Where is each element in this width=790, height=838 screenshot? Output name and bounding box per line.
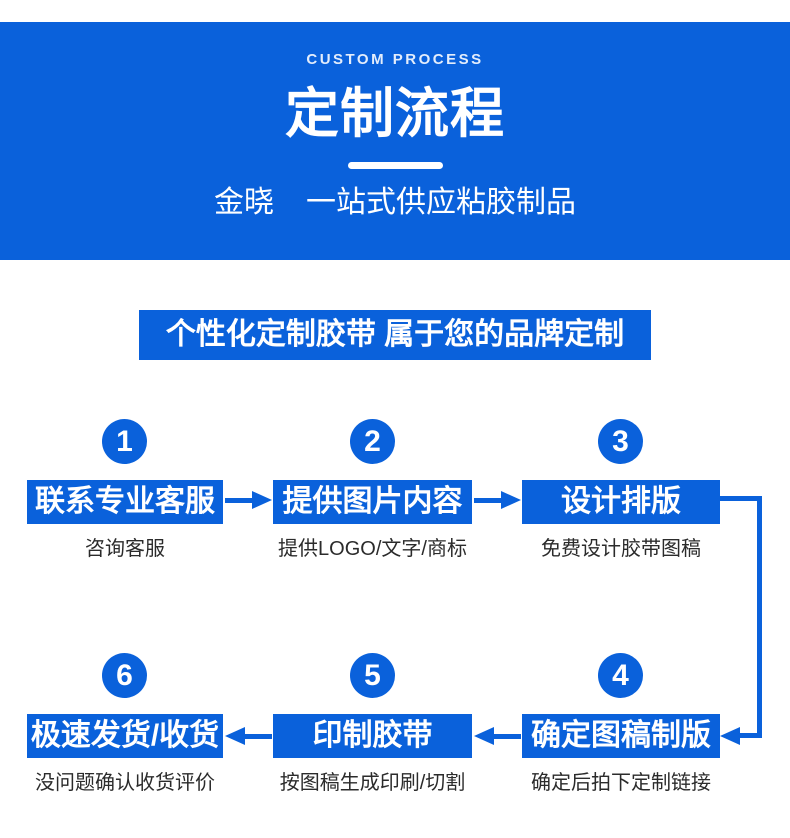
step-1-label: 联系专业客服 [27, 480, 223, 524]
hero-banner: CUSTOM PROCESS 定制流程 金晓一站式供应粘胶制品 [0, 22, 790, 260]
arrow-left-icon [474, 727, 521, 745]
page-title: 定制流程 [285, 84, 505, 144]
arrow-head [501, 491, 521, 509]
arrow-shaft [244, 734, 272, 739]
step-1-number-badge: 1 [102, 419, 147, 464]
step-3-caption: 免费设计胶带图稿 [541, 538, 701, 560]
hero-subtitle: 金晓一站式供应粘胶制品 [0, 186, 790, 220]
step-6-number-badge: 6 [102, 653, 147, 698]
promo-banner: 个性化定制胶带 属于您的品牌定制 [139, 310, 651, 360]
arrow-shaft [474, 498, 502, 503]
brand-name: 金晓 [214, 186, 274, 219]
step-3-label: 设计排版 [522, 480, 720, 524]
arrow-head [225, 727, 245, 745]
brand-tagline: 一站式供应粘胶制品 [306, 186, 576, 219]
step-4-caption: 确定后拍下定制链接 [531, 772, 711, 794]
arrow-right-icon [225, 491, 272, 509]
step-6-caption: 没问题确认收货评价 [35, 772, 215, 794]
step-5-caption: 按图稿生成印刷/切割 [279, 772, 466, 794]
step-4-number-badge: 4 [598, 653, 643, 698]
flow-connector-vertical-segment [757, 496, 762, 738]
hero-eyebrow: CUSTOM PROCESS [306, 51, 484, 68]
arrow-head [474, 727, 494, 745]
arrow-shaft [493, 734, 521, 739]
step-2-number-badge: 2 [350, 419, 395, 464]
step-4-label: 确定图稿制版 [522, 714, 720, 758]
arrow-head [252, 491, 272, 509]
arrow-left-icon [225, 727, 272, 745]
step-1-caption: 咨询客服 [85, 538, 165, 560]
arrow-left-icon [720, 727, 740, 745]
step-2-caption: 提供LOGO/文字/商标 [278, 538, 467, 560]
arrow-shaft [225, 498, 253, 503]
title-divider [347, 162, 443, 169]
step-3-number-badge: 3 [598, 419, 643, 464]
step-5-number-badge: 5 [350, 653, 395, 698]
flow-connector-top-segment [718, 496, 762, 501]
step-5-label: 印制胶带 [273, 714, 472, 758]
flow-connector-bottom-segment [738, 733, 762, 738]
step-6-label: 极速发货/收货 [27, 714, 223, 758]
arrow-right-icon [474, 491, 521, 509]
step-2-label: 提供图片内容 [273, 480, 472, 524]
